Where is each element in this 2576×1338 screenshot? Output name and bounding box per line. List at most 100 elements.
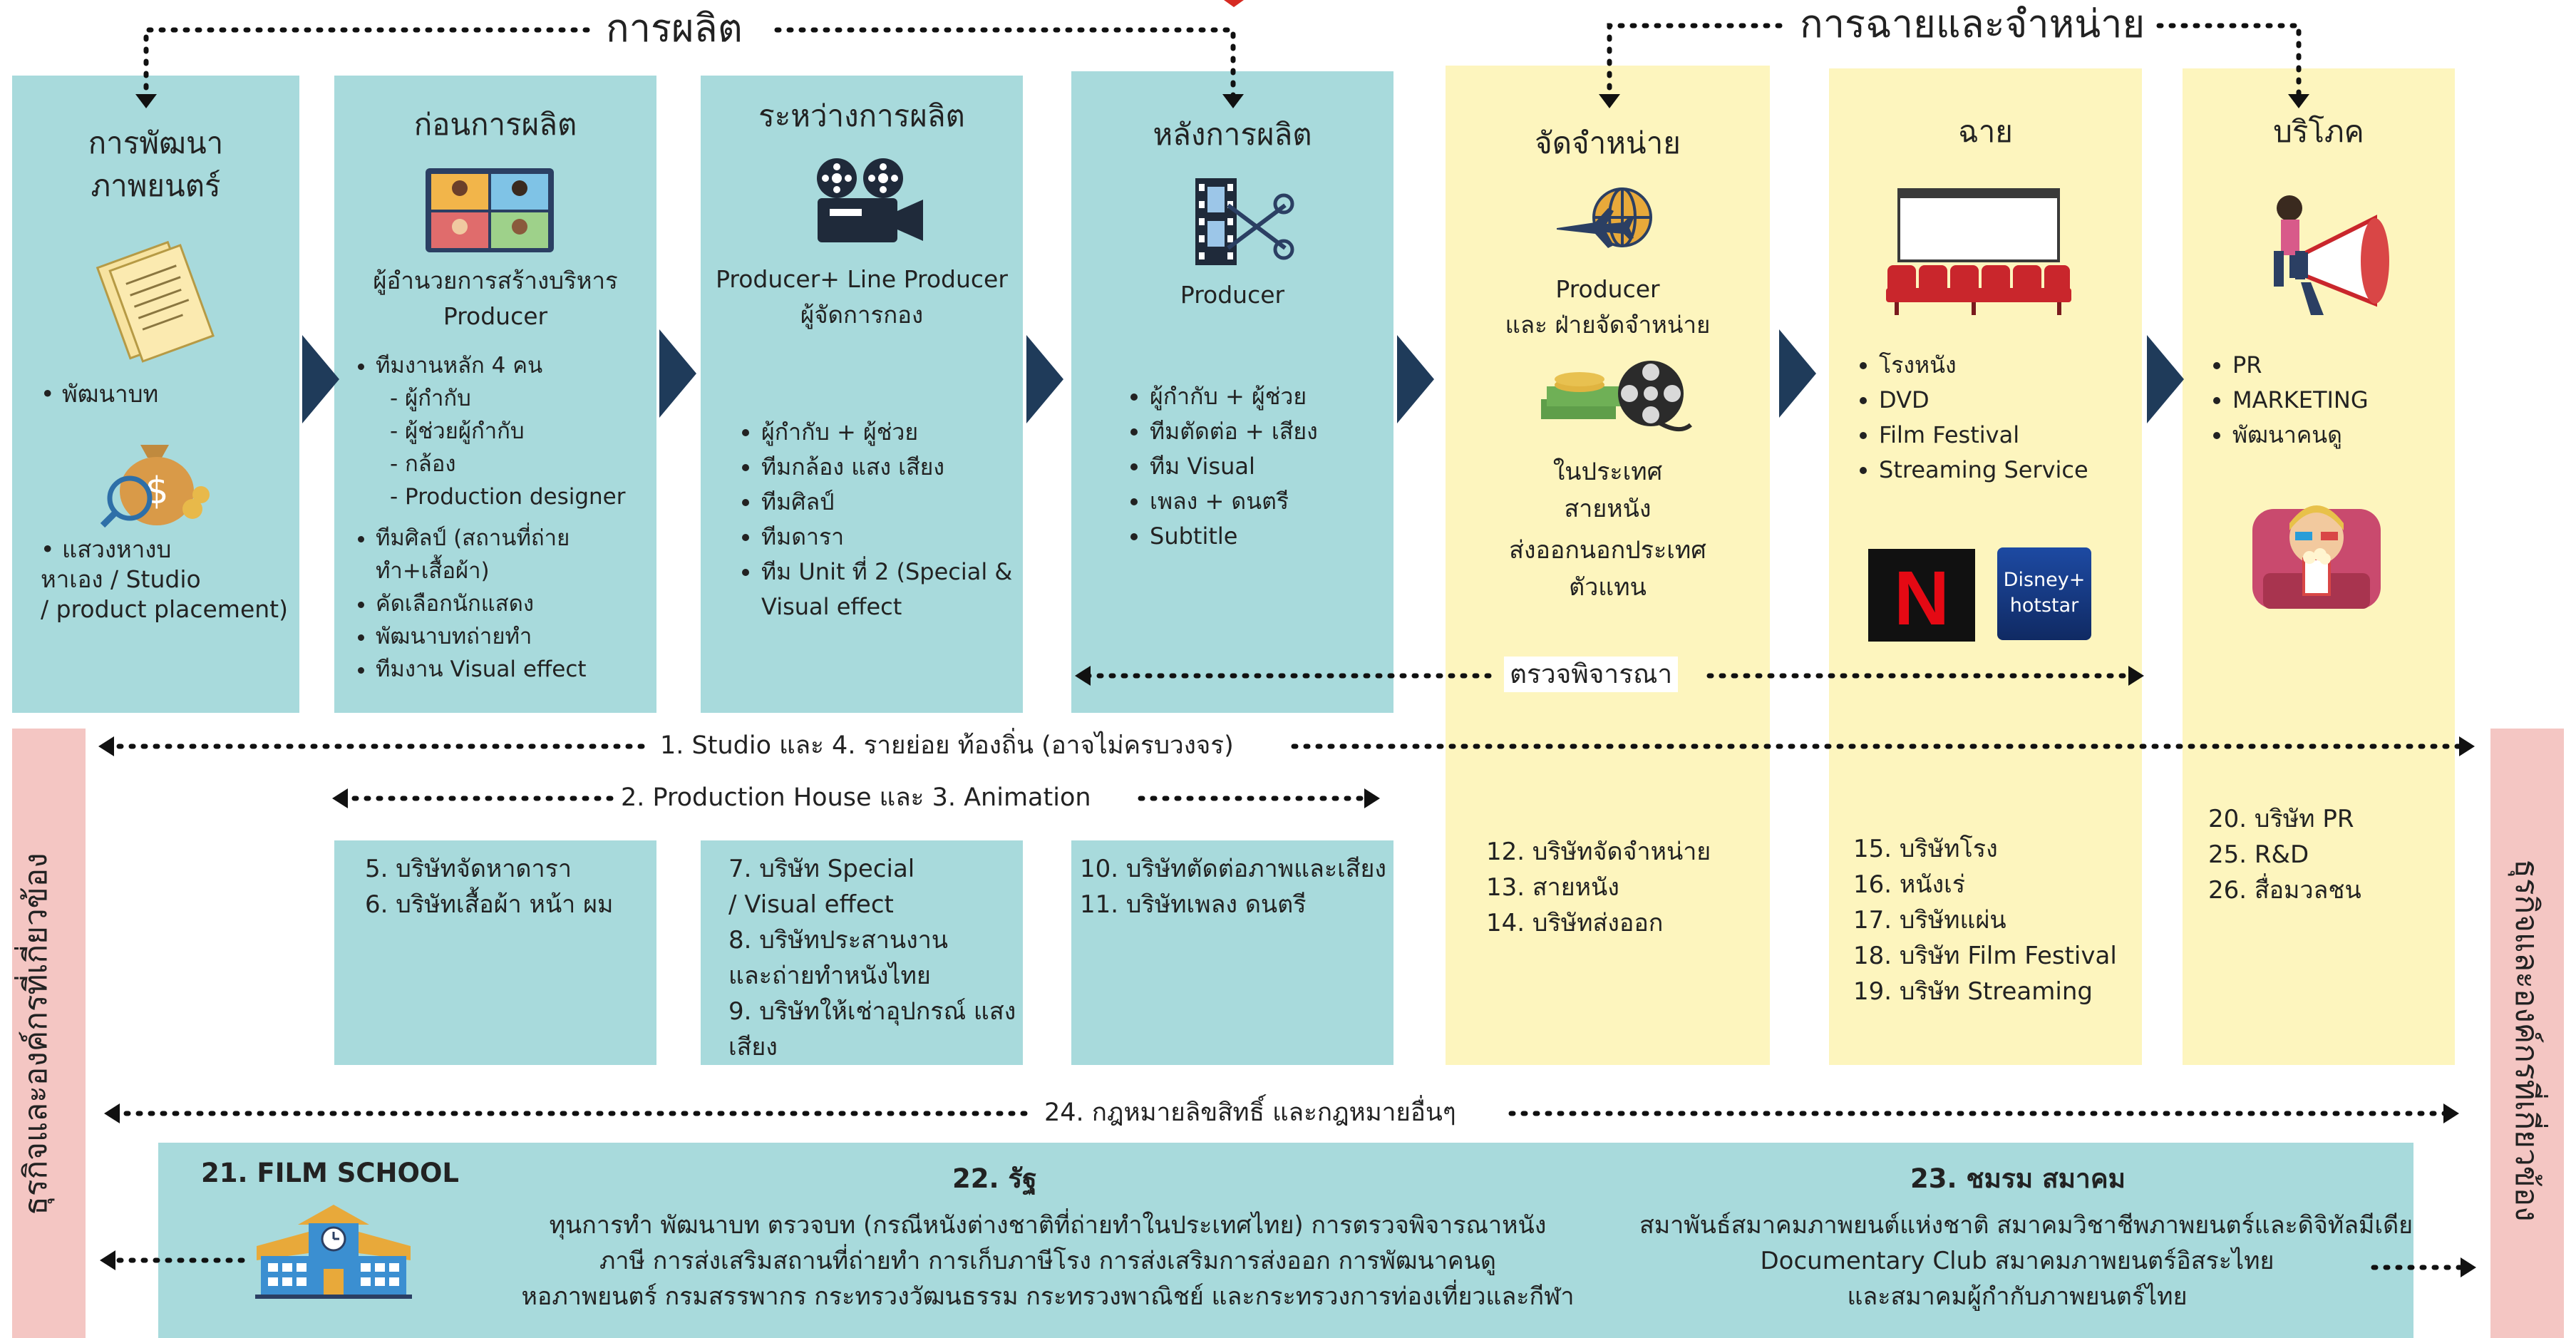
header-line-distribution xyxy=(1607,23,2302,103)
arrowhead-ph-right xyxy=(1364,788,1380,808)
stage-item: • แสวงหางบ xyxy=(41,535,172,563)
company-list: 20. บริษัท PR 25. R&D 26. สื่อมวลชน xyxy=(2208,801,2361,908)
side-bar-left xyxy=(12,729,86,1338)
stage-list-item: ทีมศิลป์ (สถานที่ถ่าย ทำ+เสื้อผ้า) xyxy=(376,522,668,587)
stage-list-item: Streaming Service xyxy=(1879,453,2157,488)
stage-list-item: ทีมกล้อง แสง เสียง xyxy=(761,450,1036,485)
film-school-title: 21. FILM SCHOOL xyxy=(201,1158,459,1188)
assoc-line: สมาพันธ์สมาคมภาพยนต์แห่งชาติ สมาคมวิชาชี… xyxy=(1639,1211,2413,1240)
arrowhead-censor-right xyxy=(2128,666,2144,686)
arrowhead-ph-left xyxy=(332,788,348,808)
flow-chevron-5 xyxy=(1779,329,1816,418)
company-box-1 xyxy=(334,840,656,1065)
company-item: 26. สื่อมวลชน xyxy=(2208,876,2361,905)
stage-role: Producer xyxy=(1555,275,1660,303)
company-item: 7. บริษัท Special xyxy=(728,855,915,883)
state-line: ภาษี การส่งเสริมสถานที่ถ่ายทำ การเก็บภาษ… xyxy=(599,1247,1496,1275)
stage-line: ในประเทศ xyxy=(1552,458,1663,486)
stage-list-item: - ผู้ช่วยผู้กำกับ xyxy=(390,418,525,444)
stage-list-item: - Production designer xyxy=(390,484,626,510)
stage-list-item: PR xyxy=(2232,348,2475,383)
stage-title: ฉาย xyxy=(1958,114,2013,149)
stage-consumption: บริโภค PR MARKETING พัฒนาคนดู xyxy=(2183,68,2455,710)
stage-list: ผู้กำกับ + ผู้ช่วย ทีมตัดต่อ + เสียง ทีม… xyxy=(1128,379,1406,554)
arrowhead-consume xyxy=(2288,94,2309,108)
stage-col-production xyxy=(701,76,1023,713)
state-body: ทุนการทำ พัฒนาบท ตรวจบท (กรณีหนังต่างชาต… xyxy=(492,1208,1604,1314)
stage-title: ระหว่างการผลิต xyxy=(758,98,965,133)
stage-production: ระหว่างการผลิต Producer+ Line Producer ผ… xyxy=(701,76,1023,713)
company-item: และถ่ายทำหนังไทย xyxy=(728,962,931,990)
state-line: ทุนการทำ พัฒนาบท ตรวจบท (กรณีหนังต่างชาต… xyxy=(549,1211,1547,1240)
company-item: 18. บริษัท Film Festival xyxy=(1853,942,2117,970)
stage-line: ส่งออกนอกประเทศ xyxy=(1509,536,1706,565)
flow-chevron-2 xyxy=(659,329,696,418)
org-bar xyxy=(158,1143,2413,1338)
stage-item: / product placement) xyxy=(41,595,288,623)
stage-item: • พัฒนาบท xyxy=(41,380,159,408)
company-item: 11. บริษัทเพลง ดนตรี xyxy=(1080,890,1307,919)
company-item: 13. สายหนัง xyxy=(1486,873,1619,902)
company-item: 16. หนังเร่ xyxy=(1853,870,1966,899)
stage-role: Producer+ Line Producer xyxy=(716,265,1008,293)
stage-list-item: คัดเลือกนักแสดง xyxy=(376,587,668,620)
stage-list-item: โรงหนัง xyxy=(1879,348,2157,383)
company-item: 15. บริษัทโรง xyxy=(1853,835,1998,863)
netflix-logo: N xyxy=(1868,549,1975,642)
assoc-body: สมาพันธ์สมาคมภาพยนต์แห่งชาติ สมาคมวิชาชี… xyxy=(1639,1208,2413,1314)
company-list: 10. บริษัทตัดต่อภาพและเสียง 11. บริษัทเพ… xyxy=(1080,851,1386,922)
company-item: เสียง xyxy=(728,1033,778,1061)
stage-col-development xyxy=(12,76,299,713)
disney-hotstar-text: Disney+ hotstar xyxy=(2003,569,2086,617)
viewer-popcorn-icon xyxy=(2252,505,2381,609)
stage-item: หาเอง / Studio xyxy=(41,565,201,593)
school-building-icon xyxy=(255,1205,412,1299)
stage-postproduction: หลังการผลิต Producer ผู้กำกับ + ผู้ช่วย … xyxy=(1071,71,1393,713)
film-scissors-icon xyxy=(1195,178,1294,265)
company-list: 7. บริษัท Special / Visual effect 8. บริ… xyxy=(728,851,1016,1065)
stage-title: จัดจำหน่าย xyxy=(1535,125,1681,160)
arrowhead-post xyxy=(1222,94,1244,108)
company-item: 9. บริษัทให้เช่าอุปกรณ์ แสง xyxy=(728,997,1016,1026)
assoc-line: และสมาคมผู้กำกับภาพยนตร์ไทย xyxy=(1847,1282,2188,1311)
arrowhead-school xyxy=(100,1250,115,1270)
stage-role: Producer xyxy=(443,302,548,330)
arrowhead-studio-left xyxy=(98,736,114,756)
stage-title: การพัฒนา xyxy=(88,125,224,160)
stage-list-item: Subtitle xyxy=(1150,519,1406,554)
company-item: 12. บริษัทจัดจำหน่าย xyxy=(1486,838,1711,866)
script-papers-icon xyxy=(96,240,215,363)
flow-chevron-1 xyxy=(302,335,339,423)
stage-line: ตัวแทน xyxy=(1569,573,1647,602)
stage-preproduction: ก่อนการผลิต ผู้อำนวยการสร้างบริหาร Produ… xyxy=(334,76,656,713)
stage-list-item: ทีมงาน Visual effect xyxy=(376,653,668,686)
side-label-left: ธุรกิจและองค์กรที่เกี่ยวข้อง xyxy=(18,853,54,1215)
stage-title: ก่อนการผลิต xyxy=(413,107,577,142)
stage-list-item: - ผู้กำกับ xyxy=(390,386,471,411)
disney-hotstar-logo: Disney+ hotstar xyxy=(1997,547,2091,640)
company-item: / Visual effect xyxy=(728,890,894,919)
stage-list-item: ทีมงานหลัก 4 คน xyxy=(376,349,668,382)
arrowhead-assoc xyxy=(2461,1257,2476,1277)
stage-list: PR MARKETING พัฒนาคนดู xyxy=(2211,348,2475,453)
stage-list-item: DVD xyxy=(1879,383,2157,418)
stage-role: ผู้อำนวยการสร้างบริหาร xyxy=(373,267,618,294)
arrowhead-censor-left xyxy=(1075,666,1091,686)
header-line-production xyxy=(143,27,1236,103)
stage-list-item: พัฒนาคนดู xyxy=(2232,418,2475,453)
company-item: 25. R&D xyxy=(2208,840,2309,869)
stage-list-item: ทีม Unit ที่ 2 (Special & Visual effect xyxy=(761,555,1036,624)
stage-list-item: ทีมดารา xyxy=(761,520,1036,555)
stage-line: สายหนัง xyxy=(1564,495,1652,523)
cinema-seats-icon xyxy=(1886,188,2071,315)
assoc-line: Documentary Club สมาคมภาพยนตร์อิสระไทย xyxy=(1760,1247,2274,1275)
production-house-label: 2. Production House และ 3. Animation xyxy=(615,780,1097,815)
arrowhead-studio-right xyxy=(2459,736,2475,756)
stage-list-item: ทีม Visual xyxy=(1150,449,1406,484)
company-item: 10. บริษัทตัดต่อภาพและเสียง xyxy=(1080,855,1387,883)
stage-development: การพัฒนา ภาพยนตร์ • พัฒนาบท $ • แสวงหางบ… xyxy=(12,76,299,713)
company-item: 19. บริษัท Streaming xyxy=(1853,977,2093,1006)
header-production-label: การผลิต xyxy=(599,7,750,50)
company-item: 20. บริษัท PR xyxy=(2208,805,2354,833)
